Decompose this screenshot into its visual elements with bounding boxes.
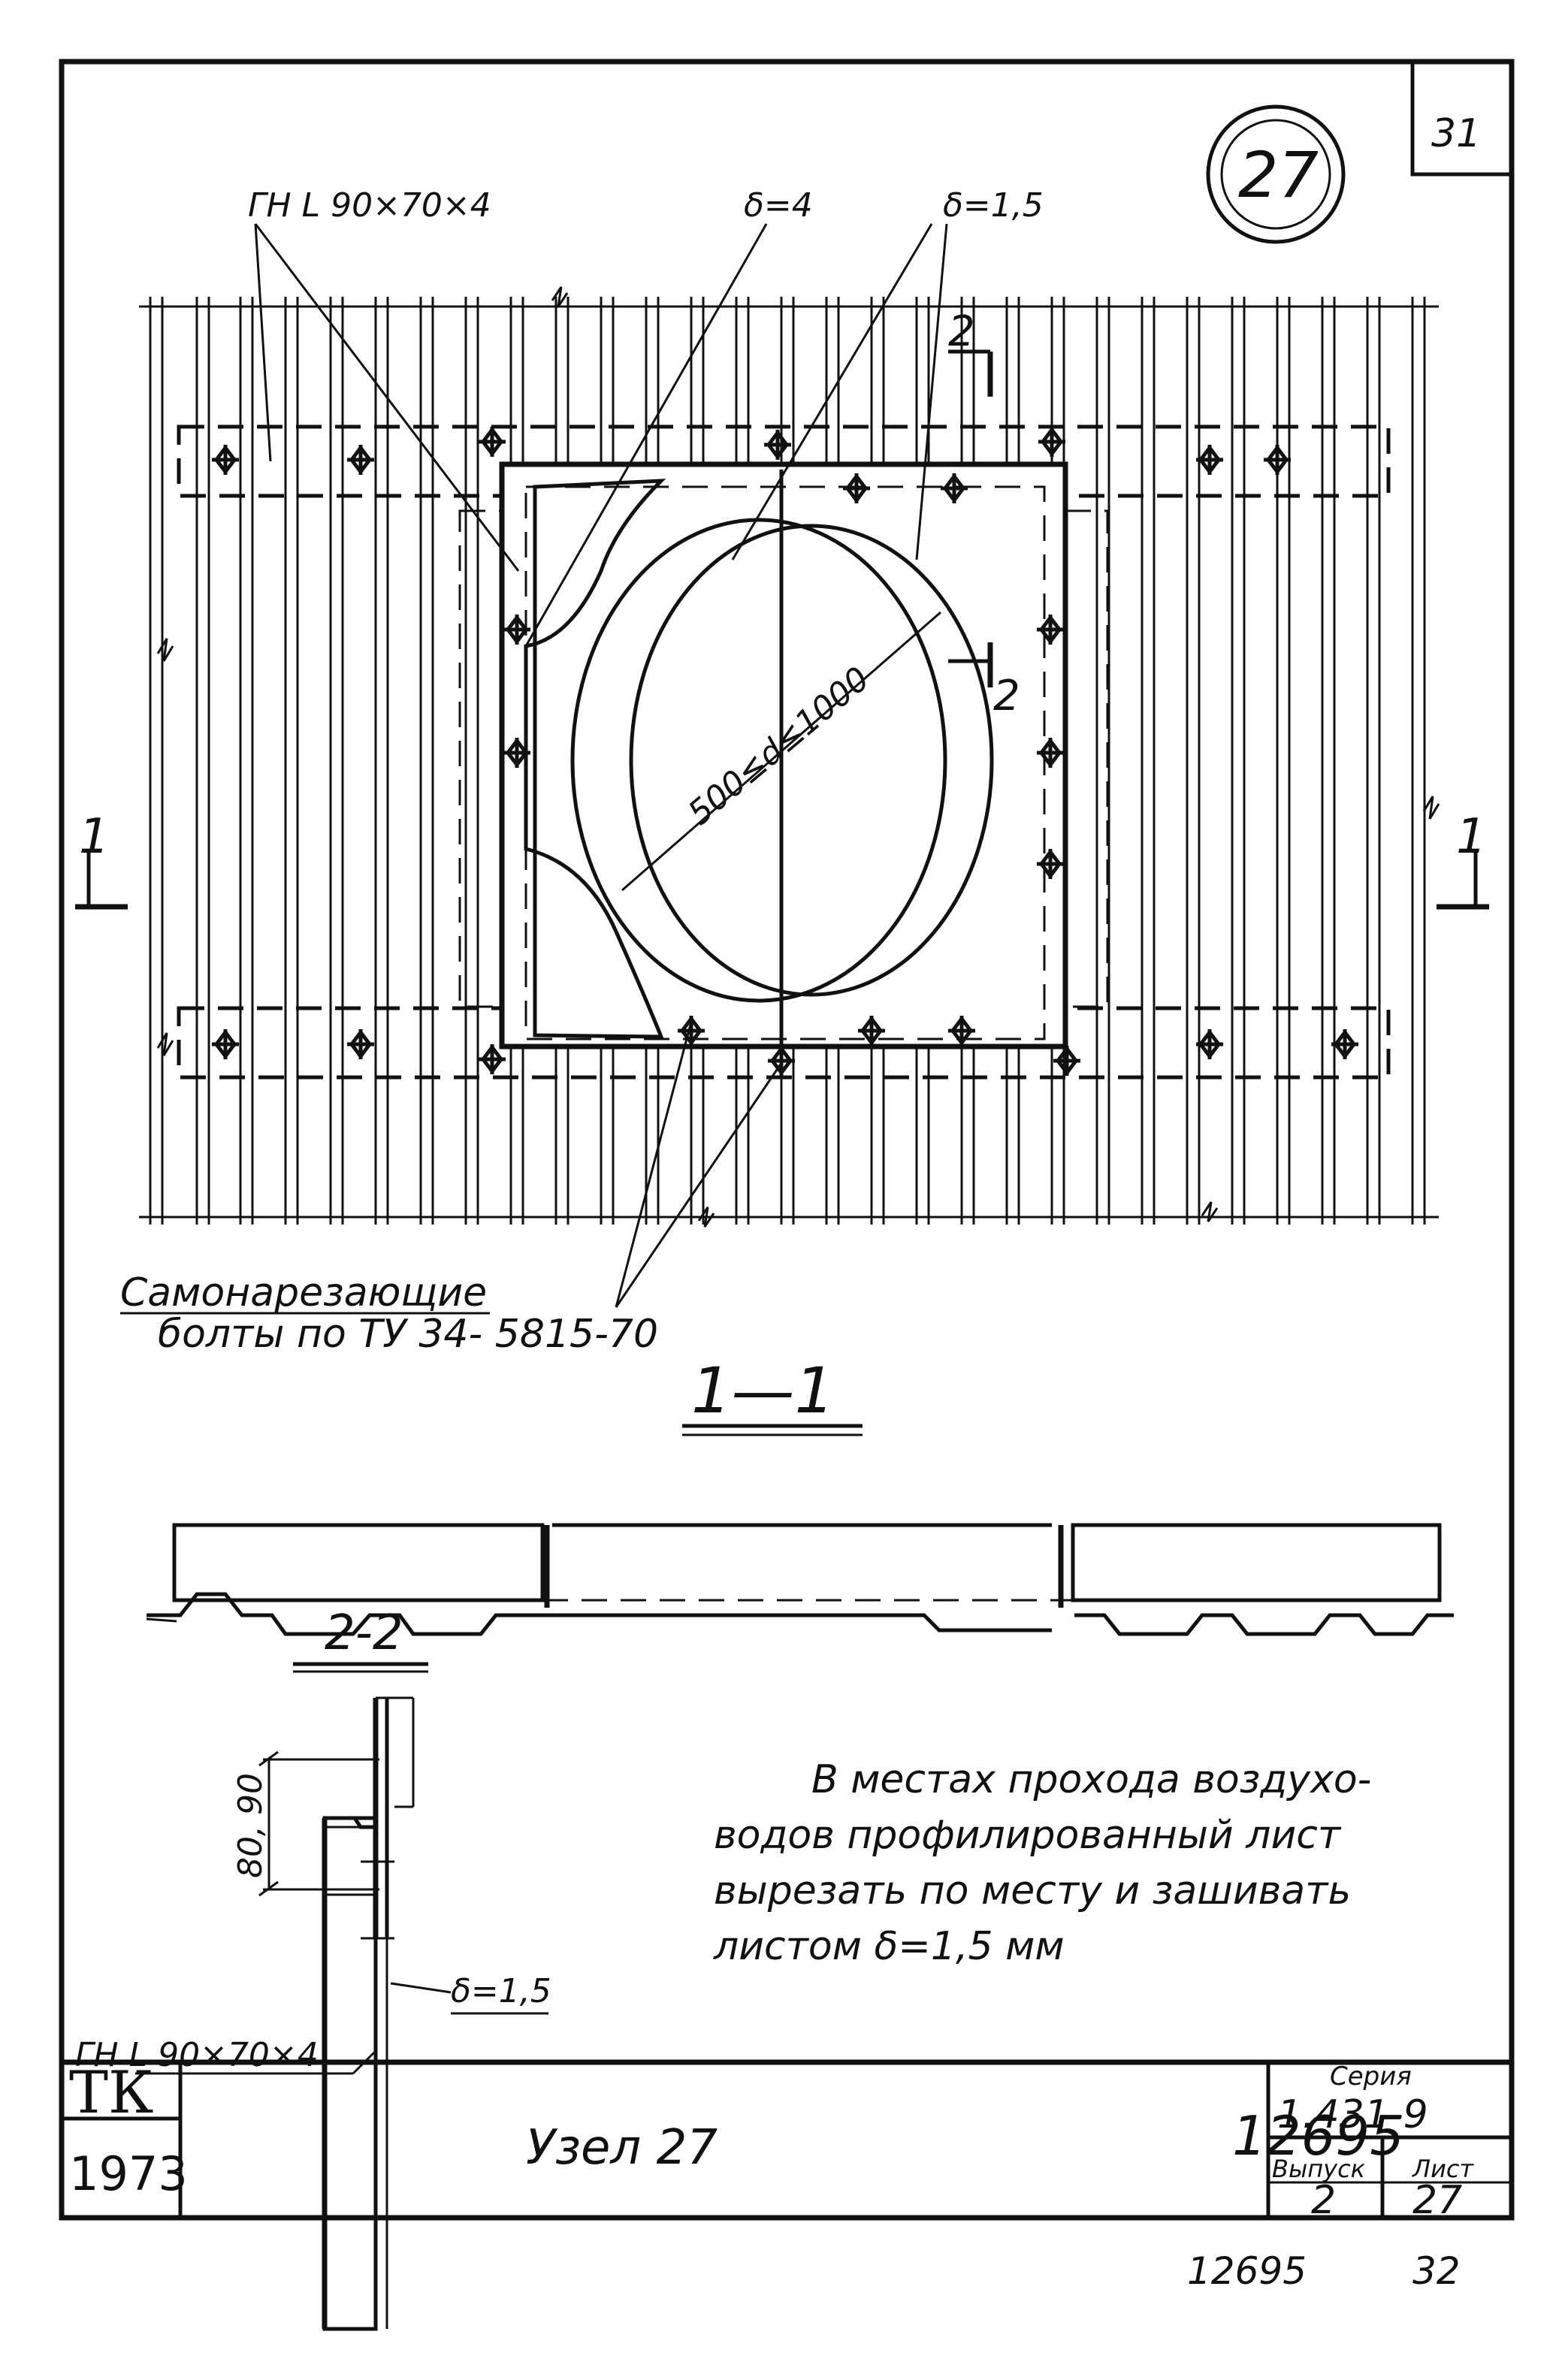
- bottom-archive-number: 12695: [1187, 2249, 1307, 2293]
- duct-opening-outer: [570, 518, 947, 1003]
- node-circle: 27: [1206, 104, 1346, 244]
- bolt-marker: [1196, 444, 1223, 476]
- bolt-marker: [678, 1015, 705, 1047]
- bolt-marker: [948, 1015, 975, 1047]
- thickness-label-4: δ=4: [744, 186, 813, 225]
- issue-value: 2: [1311, 2178, 1336, 2223]
- section-1-1-view: [146, 1523, 1454, 1636]
- bolt-marker: [858, 1015, 885, 1047]
- section-2-2-view: 80, 90: [135, 1696, 452, 2331]
- bolt-marker: [503, 614, 530, 645]
- bolt-marker: [479, 1044, 506, 1075]
- svg-text:2: 2: [993, 672, 1020, 720]
- bolt-marker: [347, 1028, 374, 1060]
- bolts-note-line2: болты по ТУ 34- 5815-70: [158, 1312, 658, 1357]
- title-block-org: ТК: [69, 2059, 153, 2127]
- angle-label-top: ГН L 90×70×4: [248, 186, 491, 225]
- sheet-value: 27: [1412, 2178, 1462, 2223]
- bolt-marker: [212, 1028, 239, 1060]
- bolt-marker: [1053, 1045, 1080, 1077]
- duct-opening-inner: [629, 524, 994, 997]
- bolt-marker: [1264, 444, 1291, 476]
- page-number: 31: [1431, 111, 1481, 156]
- bolt-marker: [1038, 426, 1065, 458]
- note-line4: листом δ=1,5 мм: [713, 1924, 1065, 1969]
- note-line1: В местах прохода воздухо-: [811, 1757, 1371, 1802]
- thickness-label-15: δ=1,5: [943, 186, 1044, 225]
- bolts-note-line1: Самонарезающие: [120, 1270, 487, 1315]
- page-number-box: [1410, 62, 1512, 177]
- bolt-marker: [1037, 737, 1064, 769]
- title-block-year: 1973: [69, 2146, 188, 2201]
- section-mark-1-right: 1: [1437, 809, 1489, 910]
- section-mark-1-left: 1: [75, 809, 128, 910]
- series-label: Серия: [1330, 2061, 1412, 2092]
- bolt-marker: [347, 444, 374, 476]
- title-block: [62, 2059, 1512, 2218]
- svg-text:2: 2: [948, 307, 975, 356]
- bolt-marker: [843, 473, 870, 504]
- svg-text:1: 1: [79, 809, 110, 865]
- bolt-marker: [1037, 848, 1064, 880]
- note-line3: вырезать по месту и зашивать: [714, 1868, 1351, 1913]
- bolt-markers: [212, 426, 1358, 1077]
- bolt-marker: [503, 737, 530, 769]
- series-value: 1.431-9: [1277, 2092, 1428, 2137]
- node-number: 27: [1238, 138, 1319, 212]
- section-2-dimension: 80, 90: [231, 1773, 270, 1878]
- bolt-marker: [479, 426, 506, 458]
- bolt-marker: [764, 429, 791, 461]
- note-line2: водов профилированный лист: [714, 1813, 1342, 1858]
- bolt-marker: [768, 1045, 795, 1077]
- section-mark-2-top: 2: [948, 307, 993, 397]
- bottom-page-number: 32: [1412, 2249, 1461, 2293]
- sheet-frame: [59, 59, 1515, 2221]
- bolt-marker: [1037, 614, 1064, 645]
- issue-label: Выпуск: [1272, 2155, 1366, 2183]
- bolt-marker: [1331, 1028, 1358, 1060]
- bolt-marker: [941, 473, 968, 504]
- bolt-marker: [212, 444, 239, 476]
- callout-leaders: [254, 223, 948, 1308]
- bolt-marker: [1196, 1028, 1223, 1060]
- section-1-title: 1—1: [691, 1354, 835, 1427]
- section-2-title: 2-2: [325, 1605, 403, 1661]
- svg-text:1: 1: [1456, 809, 1487, 865]
- section-mark-2-bottom: 2: [948, 642, 1020, 720]
- title-block-title: Узел 27: [526, 2120, 718, 2176]
- section-2-thickness: δ=1,5: [451, 1972, 551, 2010]
- plan-view: 500≤d≤1000: [139, 286, 1440, 1228]
- section-2-angle: ГН L 90×70×4: [75, 2036, 319, 2074]
- sheet-label: Лист: [1412, 2155, 1474, 2183]
